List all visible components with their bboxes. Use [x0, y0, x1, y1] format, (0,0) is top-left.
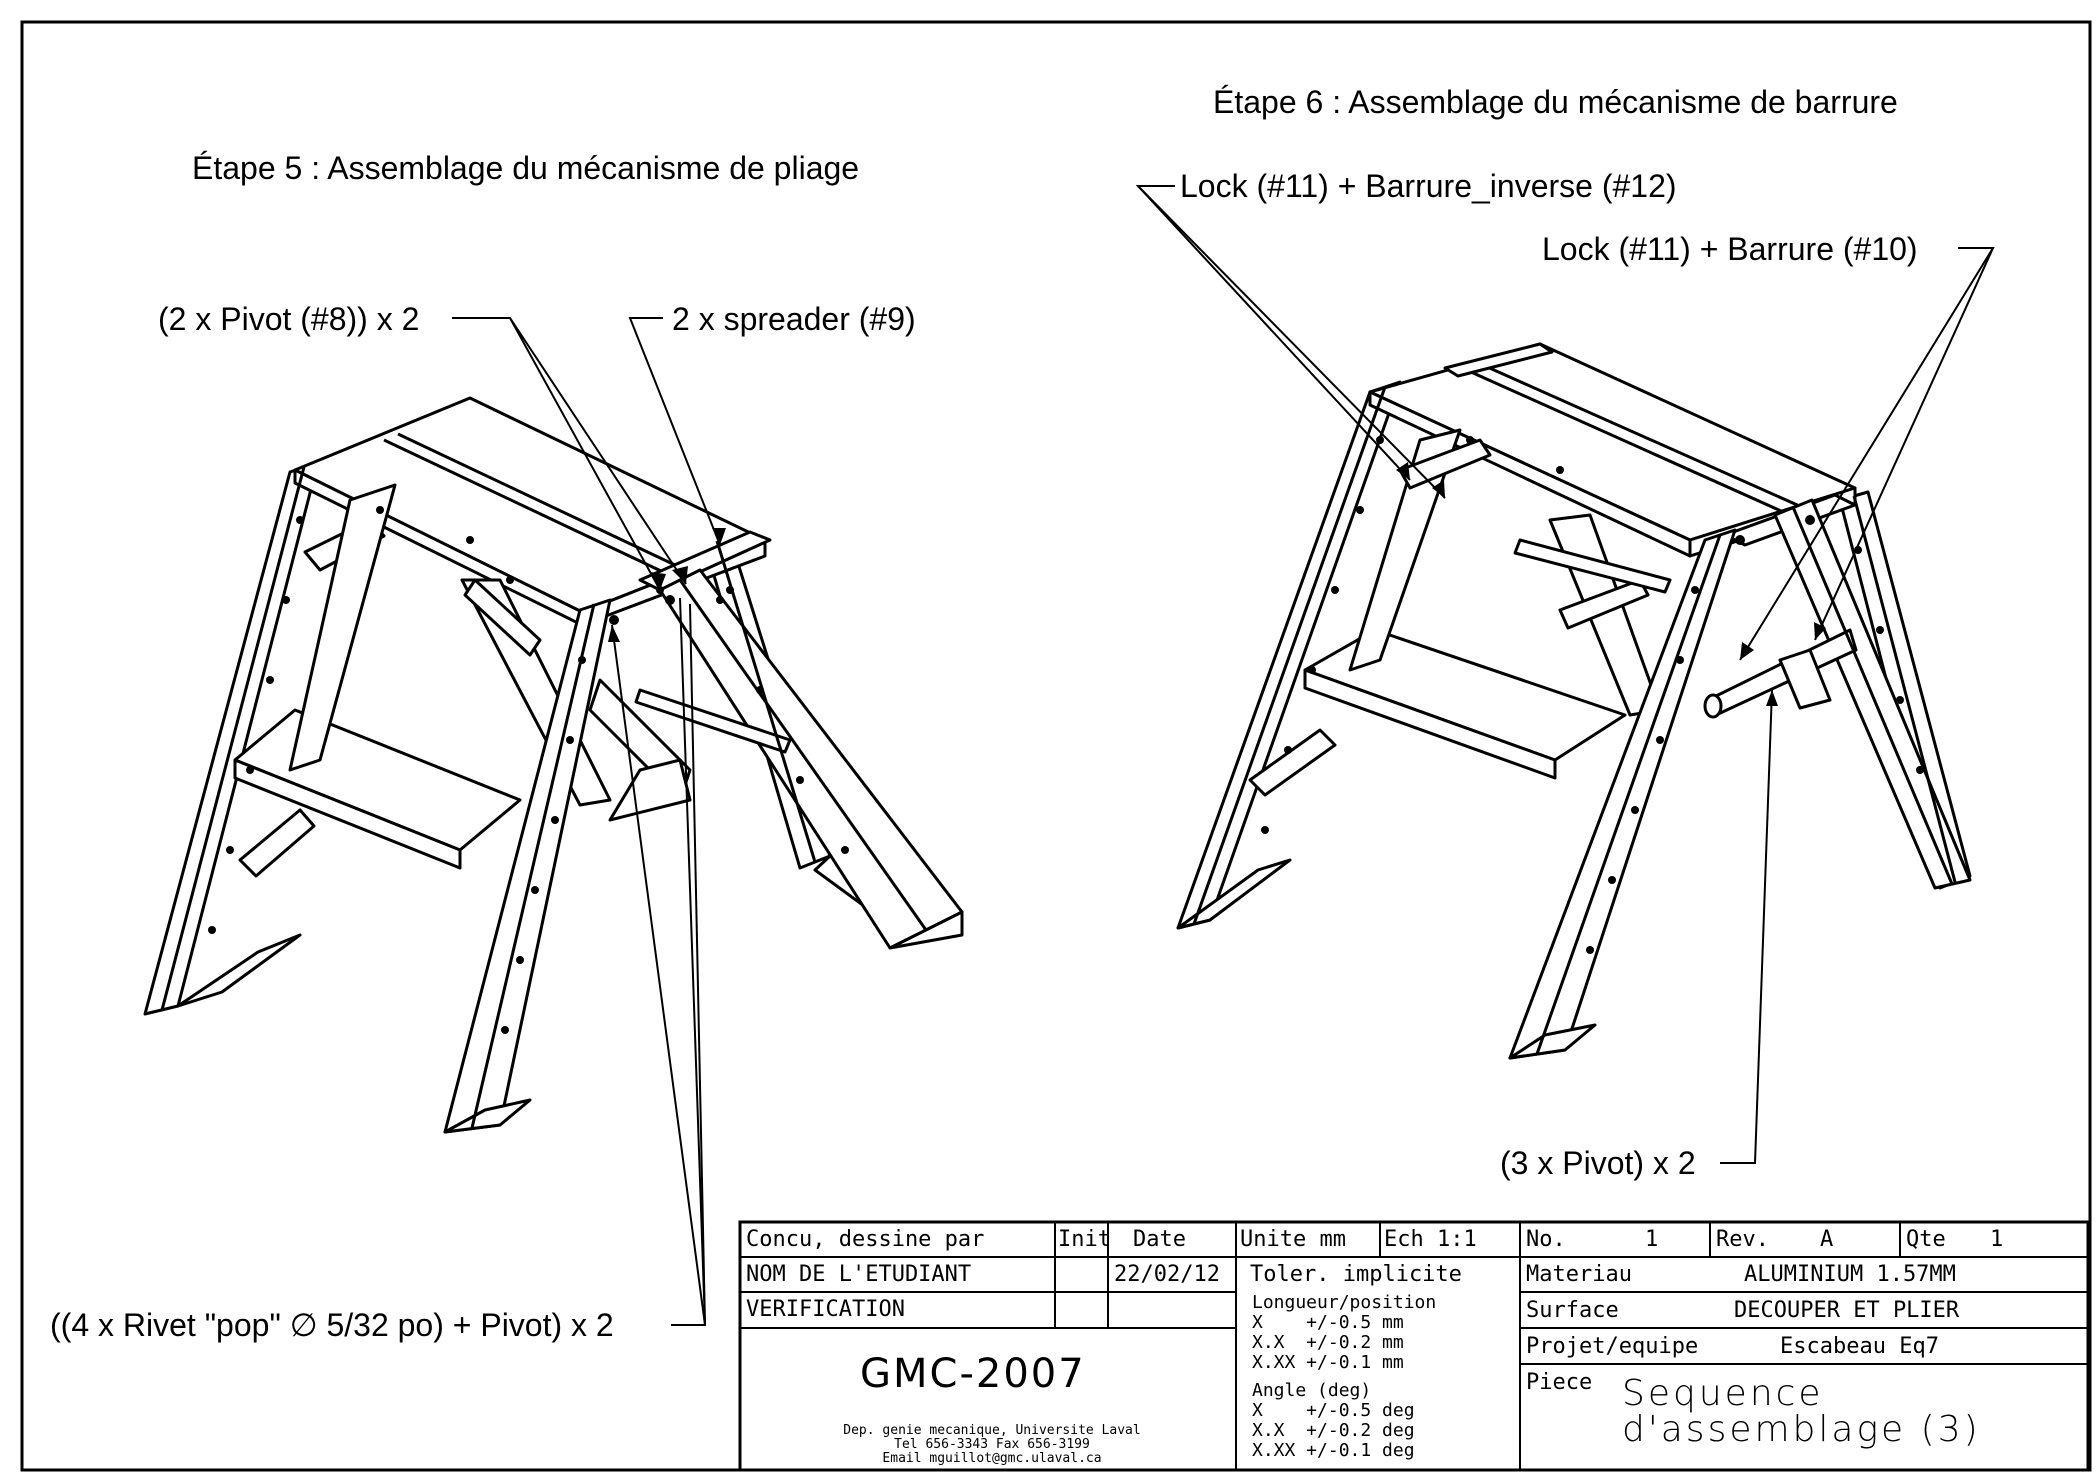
tb-longueur: Longueur/position: [1252, 1292, 1437, 1313]
tb-ech-label: Ech 1:1: [1384, 1227, 1477, 1252]
callout-rivet-suffix: 5/32 po) + Pivot) x 2: [326, 1307, 614, 1343]
tb-qte-label: Qte: [1906, 1227, 1946, 1252]
tb-qte-value: 1: [1990, 1227, 2004, 1252]
tb-tol-xxx: X.XX +/-0.1 mm: [1252, 1352, 1404, 1373]
tb-piece-line1: Sequence: [1622, 1373, 1824, 1414]
step6-title: Étape 6 : Assemblage du mécanisme de bar…: [1213, 84, 1898, 120]
step5-title: Étape 5 : Assemblage du mécanisme de pli…: [192, 150, 860, 186]
tb-no-label: No.: [1526, 1227, 1566, 1252]
tb-surface-value: DECOUPER ET PLIER: [1734, 1298, 1960, 1323]
tb-rev-label: Rev.: [1716, 1227, 1769, 1252]
callout-pivot3: (3 x Pivot) x 2: [1500, 1145, 1696, 1181]
callout-spreader9: 2 x spreader (#9): [672, 301, 916, 337]
tb-dept-line3: Email mguillot@gmc.ulaval.ca: [882, 1451, 1102, 1466]
callout-rivet-prefix: ((4 x Rivet "pop": [50, 1307, 281, 1343]
step6-stool-drawing: [1176, 342, 1972, 1060]
callout-lock-barrure-inverse: Lock (#11) + Barrure_inverse (#12): [1180, 168, 1677, 204]
tb-dept-line1: Dep. genie mecanique, Universite Laval: [843, 1423, 1141, 1438]
tb-date-label: Date: [1133, 1227, 1186, 1252]
tb-date-value: 22/02/12: [1114, 1262, 1220, 1287]
tb-piece-line2: d'assemblage (3): [1622, 1409, 1981, 1450]
tb-angle: Angle (deg): [1252, 1380, 1372, 1401]
tb-unite-label: Unite mm: [1240, 1227, 1346, 1252]
tb-projet-label: Projet/equipe: [1526, 1334, 1699, 1359]
tb-rev-value: A: [1820, 1227, 1834, 1252]
tb-no-value: 1: [1645, 1227, 1659, 1252]
tb-ang-xxx: X.XX +/-0.1 deg: [1252, 1440, 1415, 1461]
leader-lines: [452, 185, 1995, 1326]
tb-tol-x: X +/-0.5 mm: [1252, 1312, 1404, 1333]
tb-toler: Toler. implicite: [1250, 1262, 1462, 1287]
callout-rivet-pivot: ((4 x Rivet "pop" ∅ 5/32 po) + Pivot) x …: [50, 1309, 614, 1341]
tb-materiau-value: ALUMINIUM 1.57MM: [1744, 1262, 1956, 1287]
tb-ang-x: X +/-0.5 deg: [1252, 1400, 1415, 1421]
step5-stool-drawing: [143, 396, 964, 1134]
tb-ang-xx: X.X +/-0.2 deg: [1252, 1420, 1415, 1441]
tb-verification: VERIFICATION: [746, 1297, 905, 1322]
tb-projet-value: Escabeau Eq7: [1780, 1334, 1939, 1359]
title-block-grid: [738, 1220, 2090, 1472]
leader-arrowheads: [608, 462, 1826, 706]
tb-materiau-label: Materiau: [1526, 1262, 1632, 1287]
diameter-symbol: ∅: [289, 1307, 318, 1343]
tb-piece-label: Piece: [1526, 1370, 1593, 1395]
tb-surface-label: Surface: [1526, 1298, 1619, 1323]
tb-init-label: Init: [1058, 1227, 1111, 1252]
tb-tol-xx: X.X +/-0.2 mm: [1252, 1332, 1404, 1353]
tb-student-name: NOM DE L'ETUDIANT: [746, 1262, 972, 1287]
step5-rivet-dots: [208, 506, 849, 1034]
tb-concu-label: Concu, dessine par: [746, 1227, 985, 1252]
tb-dept-line2: Tel 656-3343 Fax 656-3199: [894, 1437, 1090, 1452]
callout-pivot8: (2 x Pivot (#8)) x 2: [158, 301, 420, 337]
tb-course-code: GMC-2007: [860, 1351, 1086, 1397]
callout-lock-barrure: Lock (#11) + Barrure (#10): [1542, 231, 1918, 267]
